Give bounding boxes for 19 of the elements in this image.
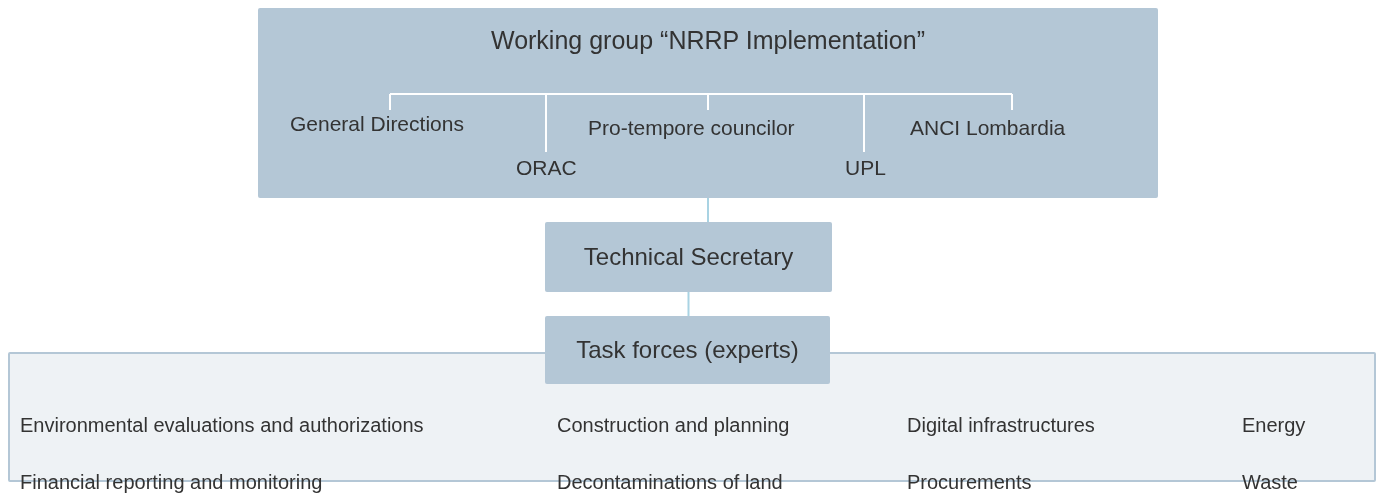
task-area-text: Decontaminations of land: [557, 470, 783, 494]
group-title: Working group “NRRP Implementation”: [490, 26, 926, 55]
task-area-text: Waste: [1242, 470, 1298, 494]
group-box: [258, 8, 1158, 198]
member-label: Pro-tempore councilor: [588, 116, 795, 140]
task-area-text: Construction and planning: [557, 413, 790, 437]
task-area-text: Procurements: [907, 470, 1032, 494]
member-label: ANCI Lombardia: [910, 116, 1066, 140]
task-area-text: Energy: [1242, 413, 1306, 437]
task-area-text: Financial reporting and monitoring: [20, 470, 323, 494]
task-area-text: Environmental evaluations and authorizations: [20, 413, 424, 437]
process-box: Task forces (experts): [545, 316, 830, 384]
task-area-text: Digital infrastructures: [907, 413, 1095, 437]
member-label: UPL: [845, 156, 886, 180]
member-label: ORAC: [516, 156, 577, 180]
member-label: General Directions: [290, 112, 464, 136]
process-box: Technical Secretary: [545, 222, 832, 292]
connector-line: [687, 291, 690, 317]
connector-line: [707, 197, 709, 223]
